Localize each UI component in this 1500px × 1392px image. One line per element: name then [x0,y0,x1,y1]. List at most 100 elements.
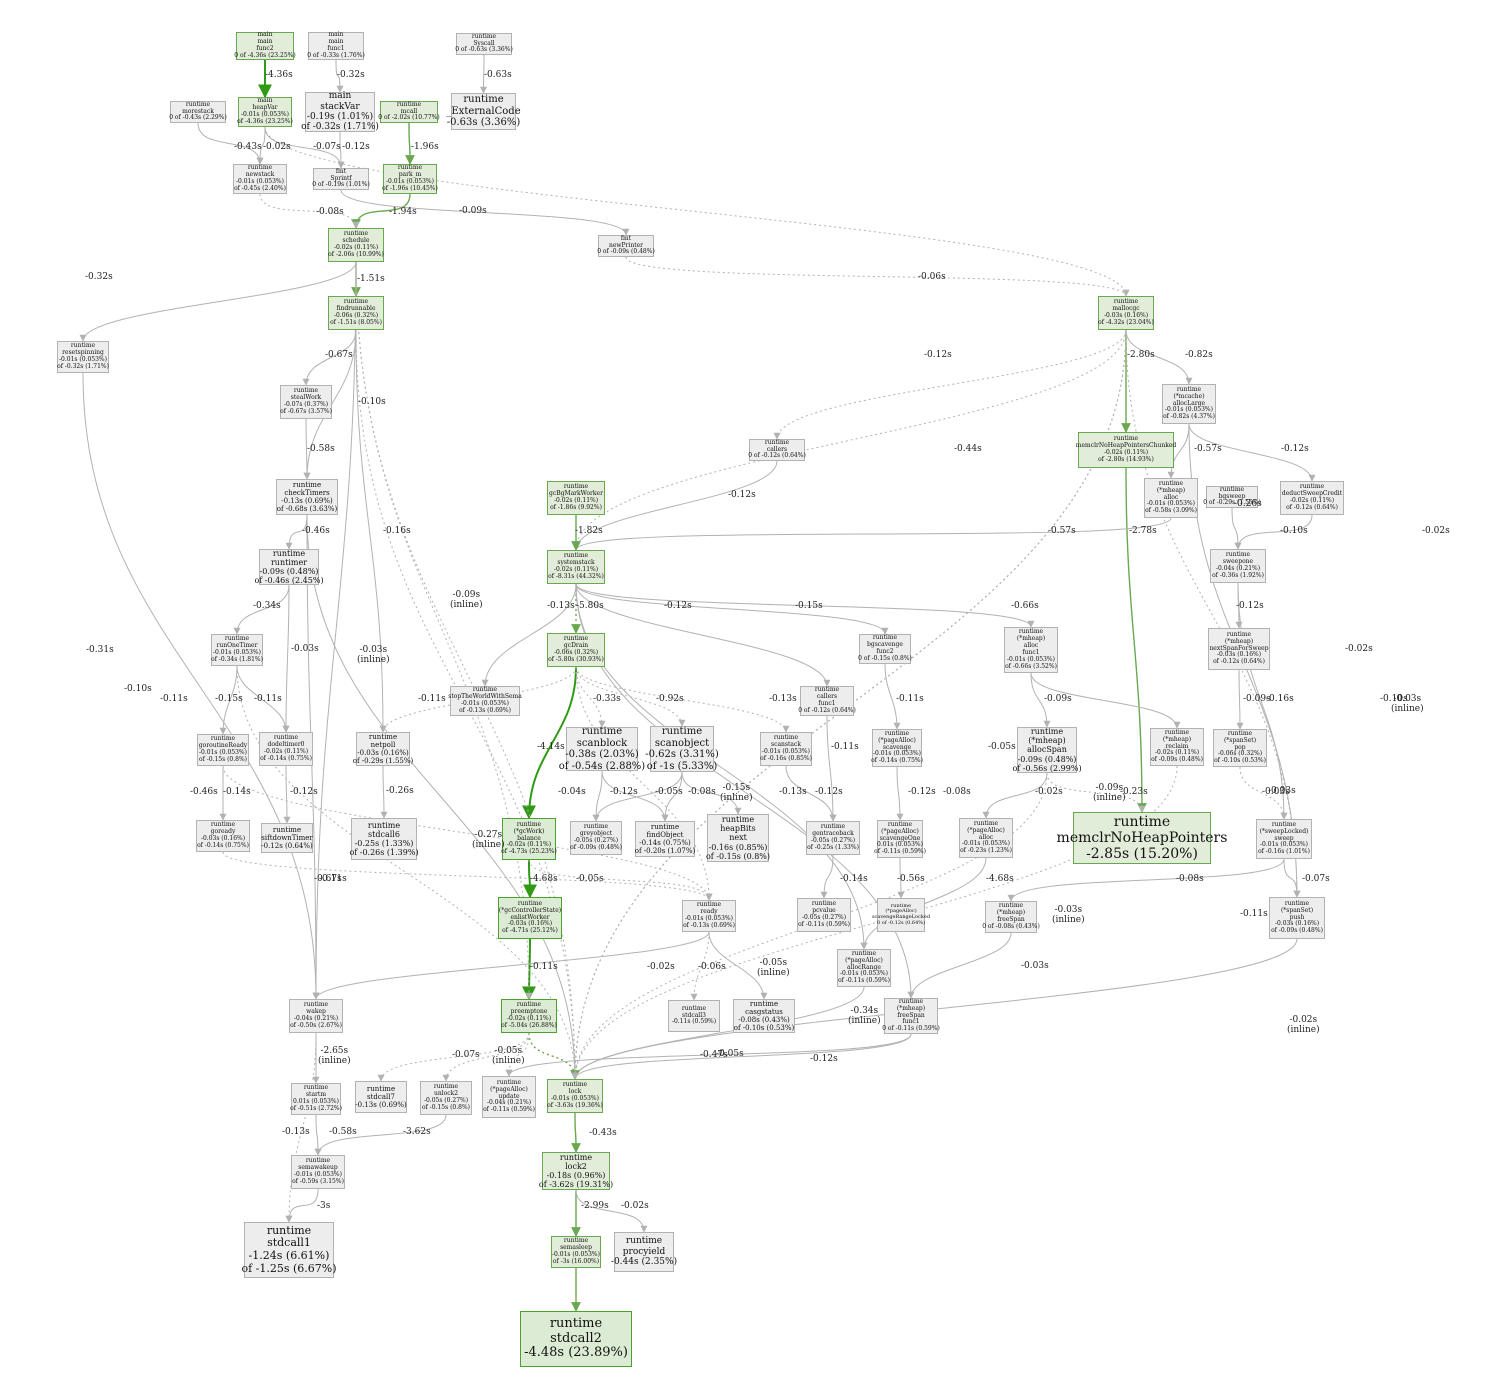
node-pagealloc-alloc[interactable]: runtime(*pageAlloc)alloc-0.01s (0.053%)o… [959,818,1013,858]
node-allocrange[interactable]: runtime(*pageAlloc)allocRange-0.01s (0.0… [837,949,891,987]
node-nextspan[interactable]: runtime(*mheap)nextSpanForSweep-0.03s (0… [1208,628,1270,670]
node-reclaim[interactable]: runtime(*mheap)reclaim-0.02s (0.11%)of -… [1150,728,1204,766]
edge-label: -0.10s [1380,694,1408,704]
node-gcwbalance[interactable]: runtime(*gcWork)balance-0.02s (0.11%)of … [501,818,557,860]
node-line: -4.48s (23.89%) [524,1345,628,1361]
node-mheapalloc[interactable]: runtime(*mheap)alloc-0.01s (0.053%)of -0… [1144,478,1198,518]
edge-mallocgc-to-callers [773,329,1127,440]
node-line: goroutineReady [198,742,248,750]
node-line: -0.06s (0.32%) [553,649,599,656]
node-alloclarge[interactable]: runtime(*mcache)allocLarge-0.01s (0.053%… [1162,384,1216,424]
node-enlistworker[interactable]: runtime(*gcControllerState)enlistWorker-… [498,897,562,939]
node-line: gentraceback [812,830,854,838]
node-extcode[interactable]: runtime_ExternalCode-0.63s (3.36%) [446,93,521,130]
edge-dodeltimer0-to-siftdown [283,765,291,824]
edge-label: -0.11s [1240,909,1268,919]
node-spansetpush[interactable]: runtime(*spanSet)push-0.03s (0.16%)of -0… [1269,897,1325,939]
node-line: -0.01s (0.053%) [552,1251,600,1258]
edge-label: -0.15s [795,601,823,611]
node-line: callers [816,693,838,701]
node-allocspan[interactable]: runtime(*mheap)allocSpan-0.09s (0.48%)of… [1012,727,1082,773]
node-spansetpop[interactable]: runtime(*spanSet)pop-0.06s (0.32%)of -0.… [1213,729,1267,767]
node-pageallocupdate[interactable]: runtime(*pageAlloc)update-0.04s (0.21%)o… [482,1076,536,1118]
node-line: runtime [1030,727,1064,737]
node-sweeplocked[interactable]: runtime(*sweepLocked)sweep-0.01s (0.053%… [1256,819,1312,859]
node-line: scavengeRangeLocked [871,914,931,920]
edge-scanblock-to-greyobject [592,770,603,822]
node-line: of -0.51s (2.72%) [290,1104,342,1112]
edge-label-text: -0.05s [716,1049,744,1059]
node-line: runtime [1271,820,1297,828]
edge-label: -0.33s [593,694,621,704]
edge-heapvar-to-newstack [256,126,266,165]
node-scavenge[interactable]: runtime(*pageAlloc)scavenge-0.01s (0.053… [871,729,923,767]
node-line: siftdownTimer [261,833,313,842]
